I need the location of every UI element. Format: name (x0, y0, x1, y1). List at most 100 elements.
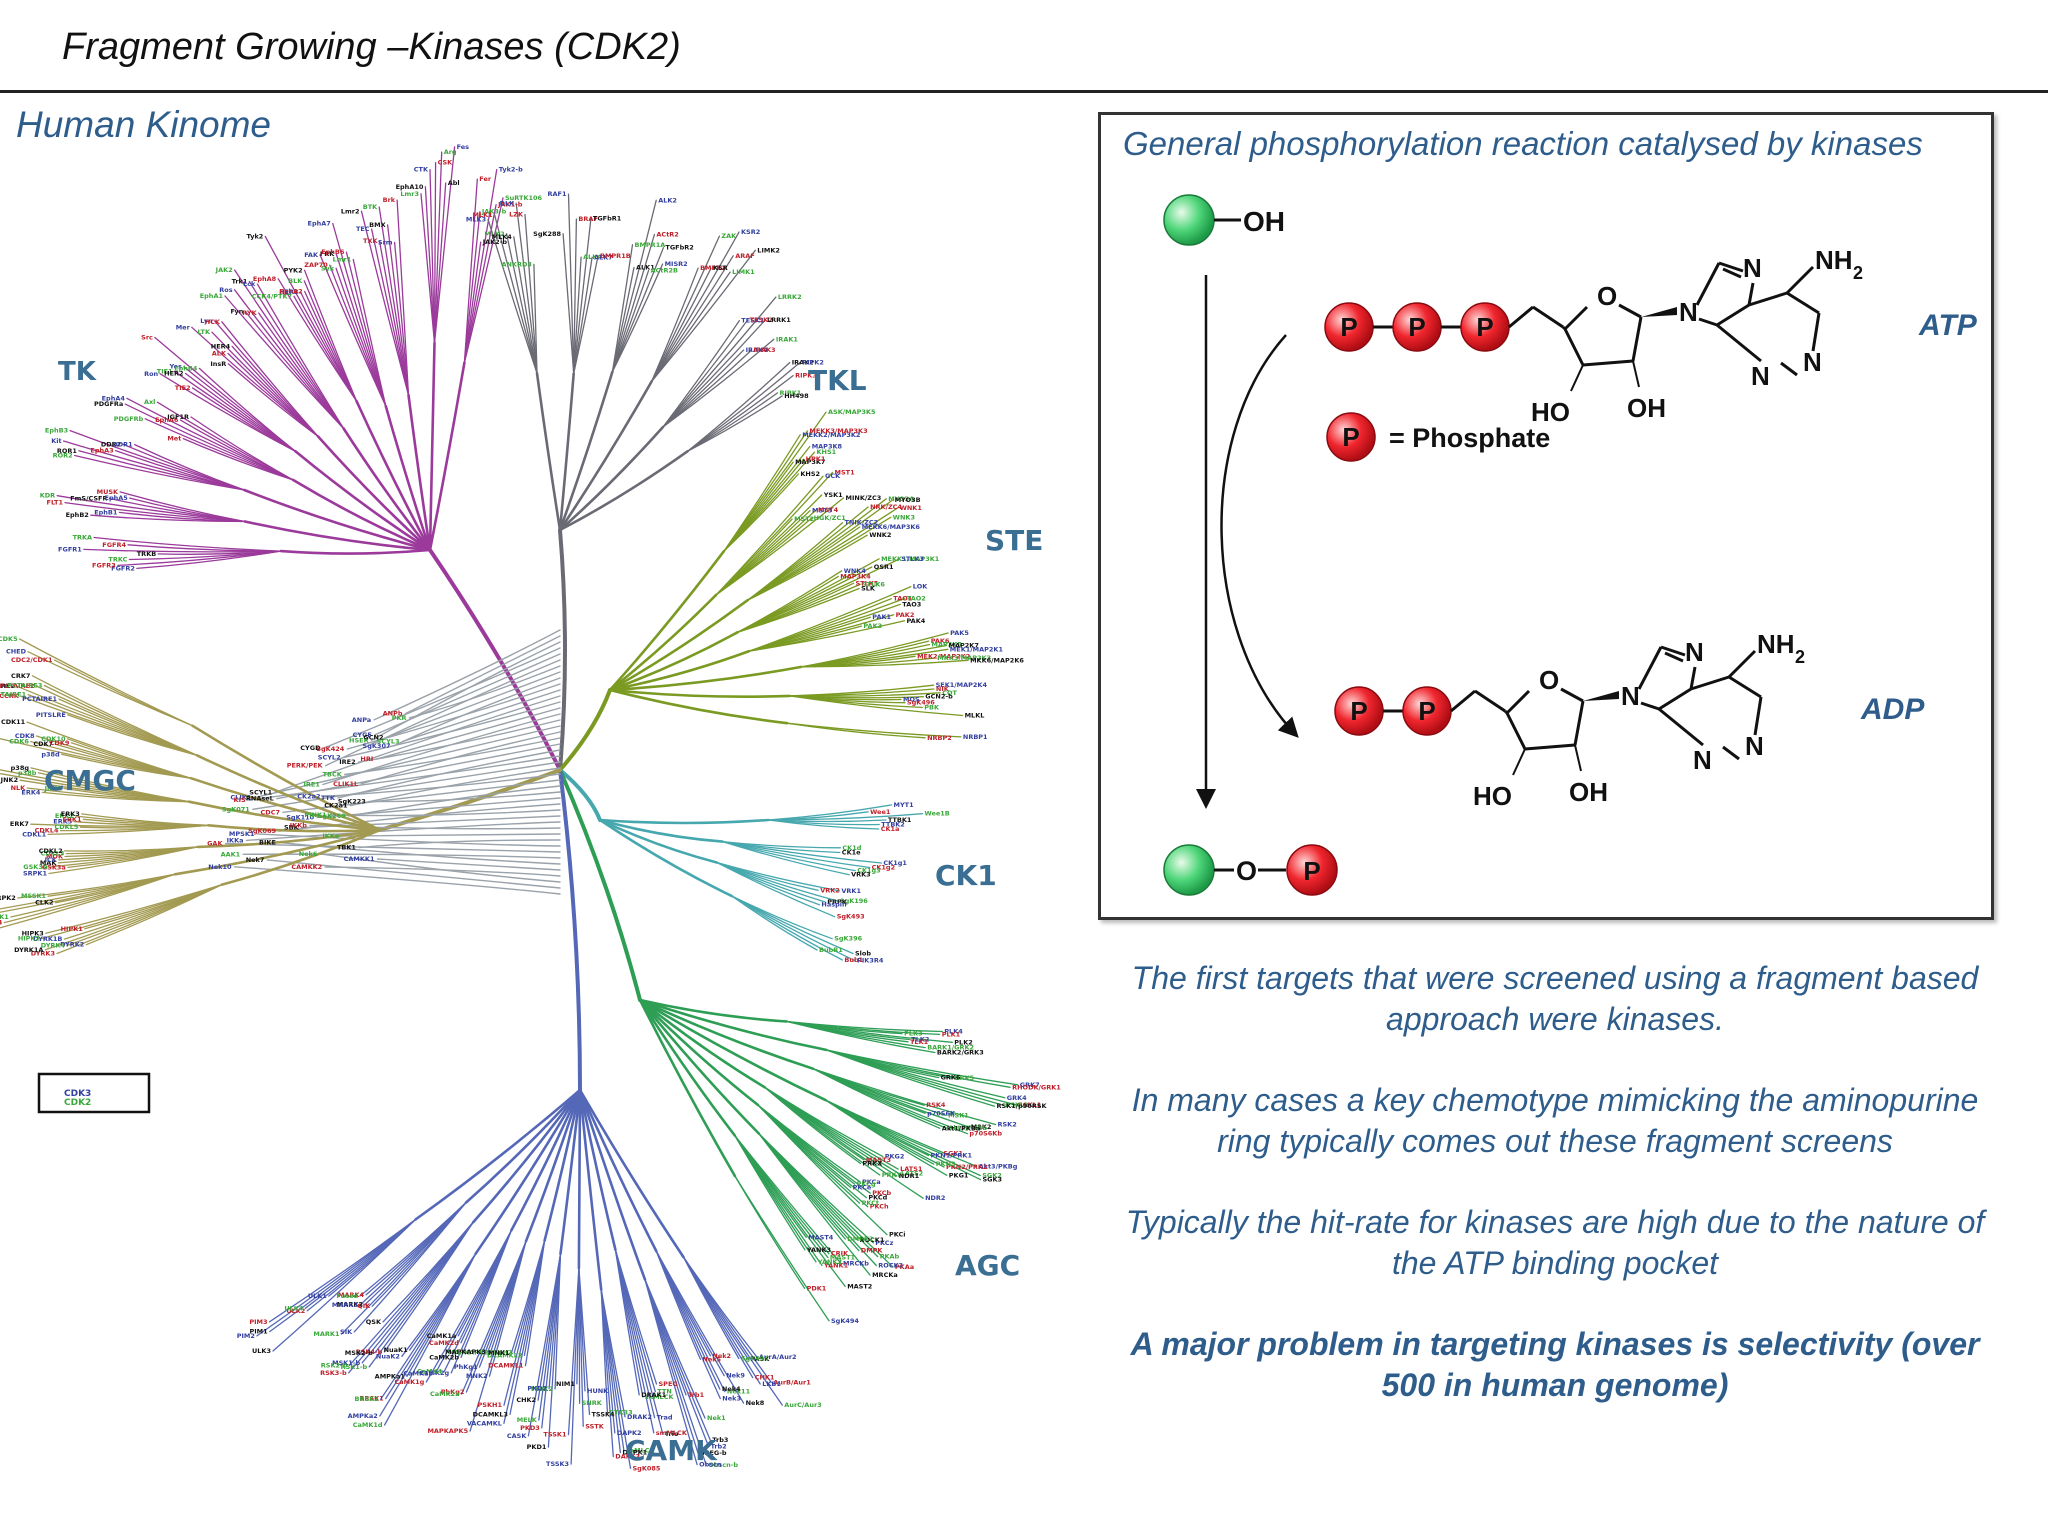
kinase-leaf-label: skMLCK (645, 1393, 675, 1401)
kinase-leaf-label: SgK396 (834, 935, 862, 943)
kinase-leaf-label: MARK1 (313, 1330, 340, 1338)
kinase-leaf-label: Lyn (200, 317, 213, 325)
kinase-leaf-label: GRK5 (954, 1074, 974, 1082)
kinase-leaf-label: COT (942, 689, 957, 697)
substrate-sphere (1163, 194, 1215, 246)
kinase-leaf-label: DRAK2 (627, 1413, 652, 1421)
tree-branch (598, 818, 734, 898)
tree-branch (558, 768, 602, 822)
tree-branch (144, 418, 294, 481)
kinase-leaf-label: TTBK1 (888, 816, 912, 824)
family-label-camk: CAMK (625, 1434, 718, 1467)
kinase-leaf-label: Obscn-b (708, 1461, 738, 1469)
kinase-leaf-label: NLK (11, 784, 27, 792)
tree-branch (638, 998, 760, 1107)
tree-branch (567, 1267, 580, 1436)
kinase-leaf-label: WNK4 (844, 567, 867, 575)
kinase-leaf-label: KSR (713, 264, 728, 272)
kinase-leaf-label: AurB/Aur1 (773, 1378, 811, 1386)
tree-branch (608, 665, 803, 692)
kinase-leaf-label: CDKL1 (22, 830, 46, 838)
tree-branch (524, 213, 538, 374)
note-chemotype: In many cases a key chemotype mimicking … (1131, 1082, 1979, 1159)
kinase-leaf-label: NRBP2 (927, 734, 952, 742)
kinase-leaf-label: PKAb (880, 1253, 900, 1261)
kinase-leaf-label: Lmr2 (341, 207, 360, 215)
kinase-leaf-label: MAST1 (830, 1254, 856, 1262)
kinase-leaf-label: GRK6 (941, 1074, 961, 1082)
kinase-leaf-label: DYRK2 (60, 941, 84, 949)
kinase-leaf-label: SgK085 (633, 1464, 661, 1472)
tree-branch (324, 659, 561, 767)
kinase-leaf-label: MST1 (835, 468, 856, 476)
kinase-leaf-label: KHS1 (817, 448, 837, 456)
kinase-leaf-label: HIPK2 (18, 934, 40, 942)
kinase-leaf-label: CHK2 (516, 1396, 536, 1404)
bond (1563, 328, 1585, 366)
kinase-leaf-label: Nek9 (726, 1372, 745, 1380)
tree-branch (224, 842, 561, 853)
kinase-leaf-label: TTBK2 (881, 821, 905, 829)
bond (1505, 712, 1527, 750)
kinase-leaf-label: Tyk2 (247, 232, 264, 240)
tree-branch (786, 722, 962, 738)
kinase-leaf-label: MEKK1/MAP3K1 (881, 555, 940, 563)
kinase-leaf-label: ALK1 (636, 263, 655, 271)
kinase-leaf-label: CLK2 (35, 899, 53, 907)
kinase-leaf-label: CDKL4 (35, 827, 59, 835)
kinase-leaf-label: Haspin (821, 901, 847, 909)
kinase-leaf-label: PKCh (870, 1203, 889, 1211)
kinase-leaf-label: CDK11 (1, 718, 26, 726)
kinase-leaf-label: HCK (205, 318, 221, 326)
tree-branch (316, 435, 432, 552)
kinase-leaf-label: CaMK1a (427, 1332, 457, 1340)
kinase-leaf-label: DYRK3 (31, 950, 55, 958)
kinase-leaf-label: SCYL3 (377, 737, 400, 745)
phosphate-legend: P = Phosphate (1326, 412, 1550, 462)
kinase-leaf-label: Fes (457, 143, 470, 151)
tree-branch (608, 688, 791, 698)
tree-branch (190, 416, 294, 481)
kinase-leaf-label: NRBP1 (963, 733, 988, 741)
tree-branch (650, 267, 699, 383)
kinase-leaf-label: CASK (507, 1432, 527, 1440)
tree-branch (638, 998, 766, 1089)
kinase-leaf-label: FmS/CSFR (70, 495, 107, 503)
kinase-leaf-label: PRKY (882, 1171, 902, 1179)
kinase-leaf-label: MAPKAPK5 (427, 1427, 468, 1435)
kinase-leaf-label: TAO1 (893, 595, 912, 603)
kinase-leaf-label: JAK3-b (481, 208, 507, 216)
kinase-leaf-label: TLK1 (910, 1038, 929, 1046)
kinase-leaf-label: RSK2-b (321, 1361, 348, 1369)
tree-branch (723, 411, 827, 552)
tree-branch (527, 1253, 562, 1437)
kinase-leaf-label: HER2 (164, 370, 183, 378)
kinase-leaf-label: PhKg1 (454, 1363, 478, 1371)
kinase-leaf-label: TTK (321, 794, 336, 802)
kinase-leaf-label: EphB3 (45, 427, 68, 435)
kinase-leaf-label: SBK (284, 824, 300, 832)
kinase-leaf-label: PIM3 (249, 1318, 267, 1326)
kinase-leaf-label: CDK10 (41, 735, 66, 743)
tree-branch (45, 883, 223, 934)
bond (1573, 700, 1585, 746)
kinase-leaf-label: SLK (861, 585, 876, 593)
tree-branch (515, 202, 538, 374)
tree-branch (505, 233, 538, 374)
kinase-leaf-label: Lmr1 (333, 256, 352, 264)
tree-branch (731, 895, 833, 940)
tree-branch (355, 399, 432, 552)
kinase-leaf-label: SCYL2 (318, 754, 341, 762)
kinase-leaf-label: ULK4 (284, 1304, 303, 1312)
purine-n9: N (1679, 297, 1698, 327)
kinase-leaf-label: CRIK (831, 1250, 849, 1258)
tree-branch (337, 749, 561, 799)
kinase-leaf-label: ERK4 (21, 788, 40, 796)
kinase-leaf-label: MYO3A (888, 495, 914, 503)
kinase-leaf-label: KHS2 (800, 470, 820, 478)
kinase-leaf-label: ICK (45, 856, 58, 864)
kinase-leaf-label: QSK (366, 1318, 382, 1326)
tree-branch (510, 1239, 546, 1354)
kinase-leaf-label: PIK3R4 (857, 957, 884, 965)
kinase-leaf-label: MST3 (812, 507, 832, 515)
